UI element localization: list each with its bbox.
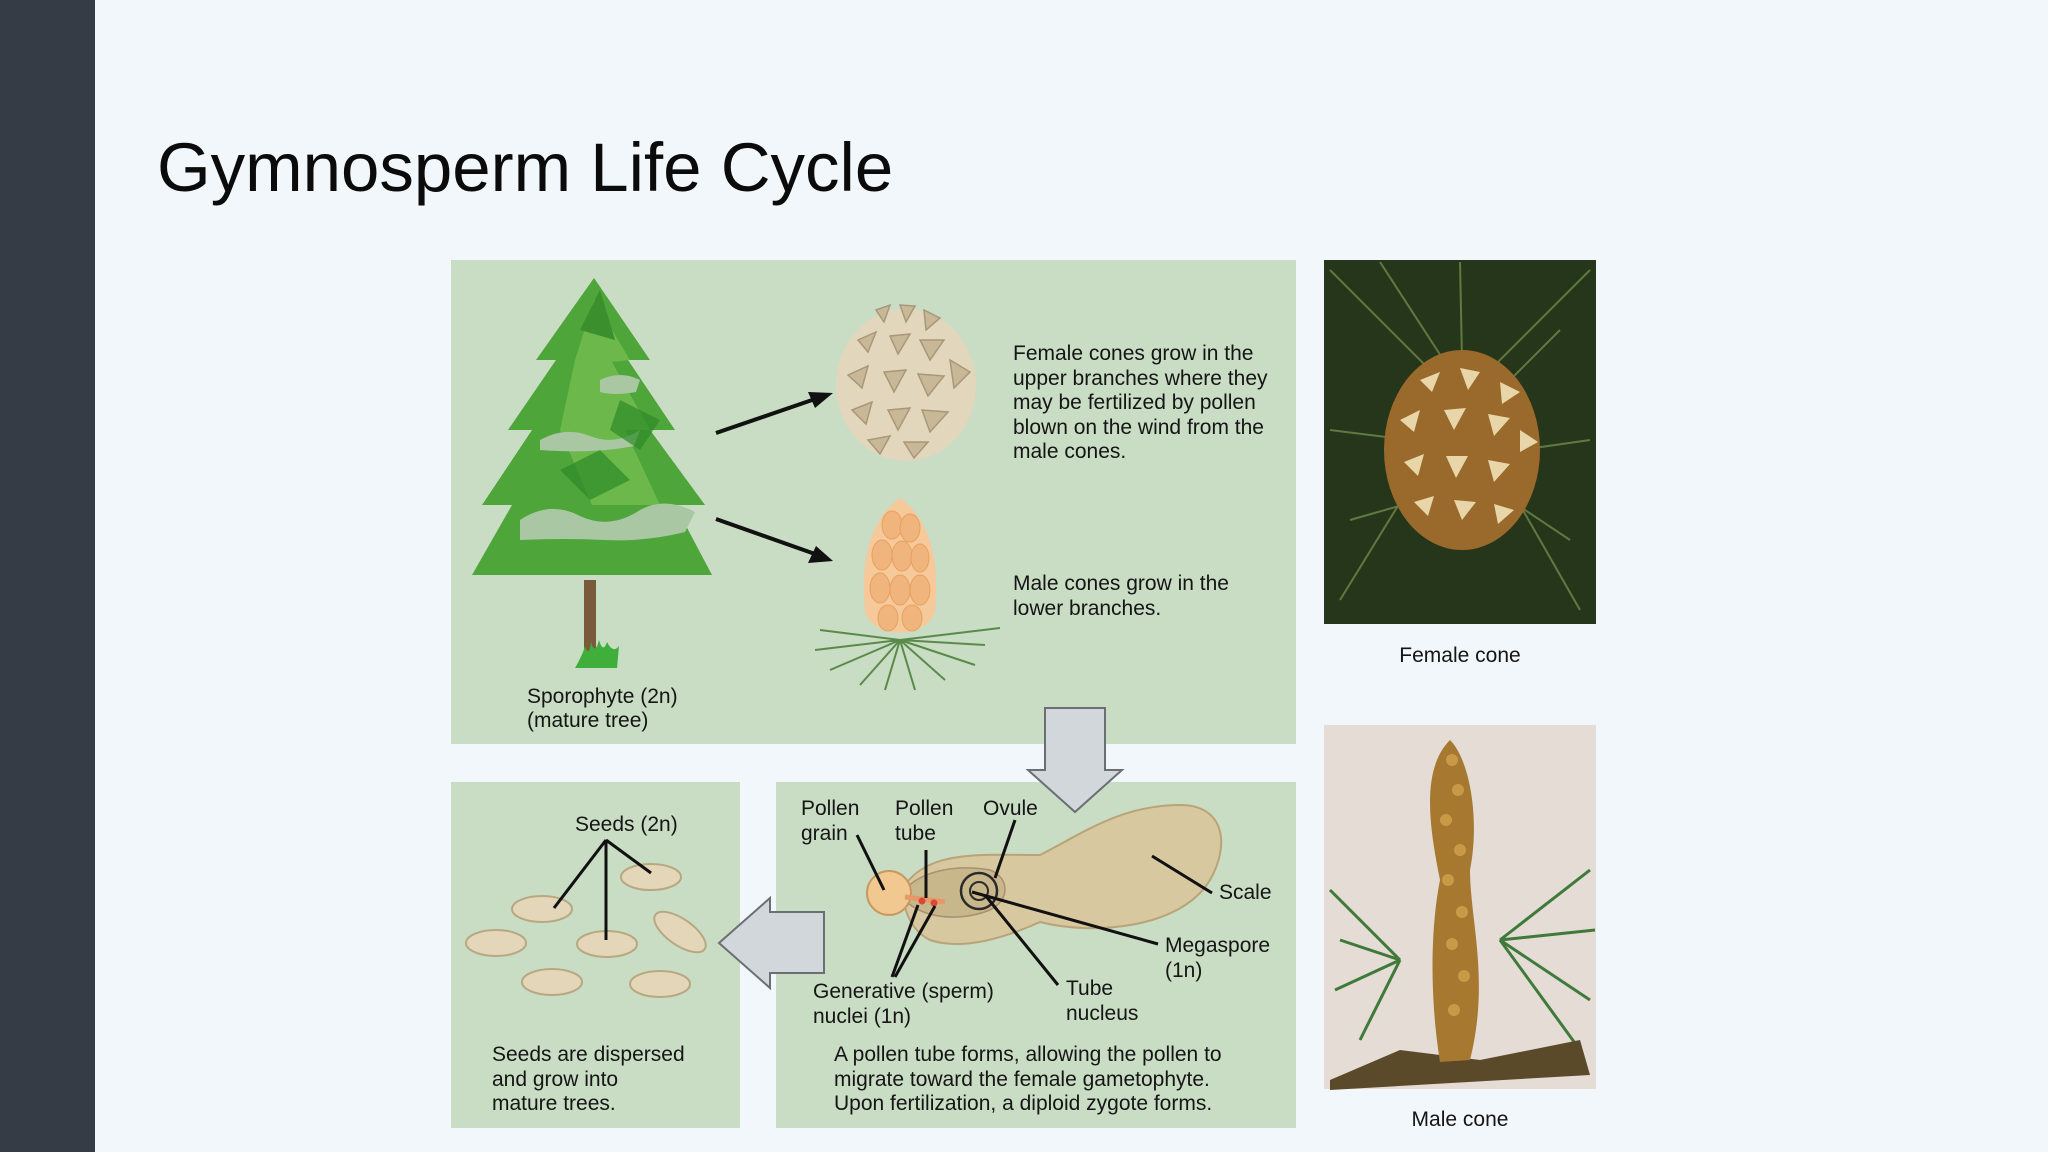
sporophyte-label: Sporophyte (2n) xyxy=(527,685,678,708)
generative-nuclei-label: Generative (sperm) nuclei (1n) xyxy=(813,980,994,1028)
megaspore-label: Megaspore (1n) xyxy=(1165,934,1271,982)
ovule-label: Ovule xyxy=(983,797,1038,820)
seeds-label: Seeds (2n) xyxy=(575,813,678,836)
pollination-description: A pollen tube forms, allowing the pollen… xyxy=(834,1043,1222,1115)
female-cone-photo-art xyxy=(1324,260,1596,624)
slide-title: Gymnosperm Life Cycle xyxy=(157,129,894,206)
male-cone-caption: Male cone xyxy=(1411,1108,1509,1131)
tube-nucleus-label: Tube nucleus xyxy=(1066,977,1139,1025)
left-process-arrow xyxy=(717,895,825,991)
female-cone-caption: Female cone xyxy=(1399,644,1521,667)
arrow-to-female-cone xyxy=(715,397,816,435)
pollen-tube-label: Pollen tube xyxy=(895,797,954,845)
sporophyte-sublabel: (mature tree) xyxy=(527,709,649,732)
seeds-description: Seeds are dispersed and grow into mature… xyxy=(492,1043,685,1115)
down-process-arrow xyxy=(1025,707,1125,814)
male-cone-illustration xyxy=(814,498,1001,691)
slide-sidebar xyxy=(0,0,95,1152)
male-cone-photo-art xyxy=(1324,725,1596,1090)
mature-tree-illustration xyxy=(472,278,712,668)
male-cone-description: Male cones grow in the lower branches. xyxy=(1013,572,1229,620)
seeds-illustration xyxy=(465,863,707,998)
female-cone-illustration xyxy=(836,303,976,461)
scale-label: Scale xyxy=(1219,881,1272,904)
pollen-grain-label: Pollen grain xyxy=(801,797,860,845)
female-cone-description: Female cones grow in the upper branches … xyxy=(1013,342,1268,463)
pollination-leader-lines xyxy=(855,819,1213,986)
seeds-leader-lines xyxy=(552,838,652,940)
arrow-to-male-cone xyxy=(715,517,816,556)
